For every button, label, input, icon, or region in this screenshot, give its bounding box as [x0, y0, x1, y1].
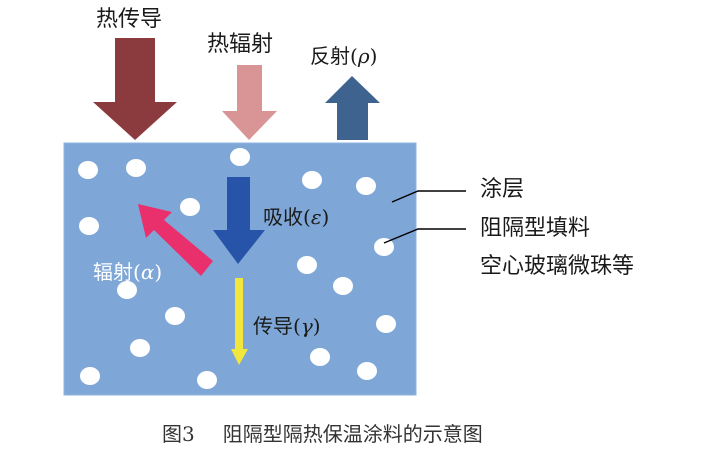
emission-label: 辐射(α): [93, 260, 163, 284]
filler-label-line1: 阻隔型填料: [480, 216, 591, 241]
glass-bead: [376, 315, 396, 333]
glass-bead: [180, 198, 200, 216]
figure-number: 图3: [162, 422, 195, 446]
glass-bead: [197, 371, 217, 389]
figure-title: 阻隔型隔热保温涂料的示意图: [222, 422, 483, 446]
glass-bead: [302, 171, 322, 189]
glass-bead: [297, 256, 317, 274]
emission-arrow: [138, 204, 213, 276]
figure-caption: 图3 阻隔型隔热保温涂料的示意图: [162, 424, 483, 444]
glass-bead: [79, 217, 99, 235]
heat-conduction-label: 热传导: [96, 7, 163, 32]
heat-radiation-label: 热辐射: [207, 32, 274, 57]
glass-bead: [374, 238, 394, 256]
filler-leader-line: [383, 228, 466, 244]
absorption-label: 吸收(ε): [263, 205, 330, 229]
glass-bead: [80, 367, 100, 385]
heat-radiation-arrow: [222, 65, 277, 140]
glass-bead: [357, 362, 377, 380]
glass-bead: [310, 348, 330, 366]
reflection-label: 反射(ρ): [310, 44, 378, 68]
glass-bead: [230, 148, 250, 166]
heat-conduction-arrow: [93, 38, 177, 140]
glass-bead: [130, 339, 150, 357]
filler-label-line2: 空心玻璃微珠等: [480, 254, 635, 279]
absorption-arrow: [213, 177, 265, 264]
glass-bead: [165, 307, 185, 325]
reflection-arrow: [325, 76, 380, 140]
glass-bead: [117, 281, 137, 299]
glass-bead: [126, 159, 146, 177]
glass-bead: [333, 277, 353, 295]
coating-leader-line: [391, 190, 466, 203]
glass-bead: [356, 177, 376, 195]
conduction-inner-arrow: [231, 278, 248, 365]
conduction-label: 传导(γ): [253, 314, 321, 338]
coating-label: 涂层: [480, 177, 525, 202]
bead-group: [78, 148, 396, 389]
glass-bead: [78, 161, 98, 179]
